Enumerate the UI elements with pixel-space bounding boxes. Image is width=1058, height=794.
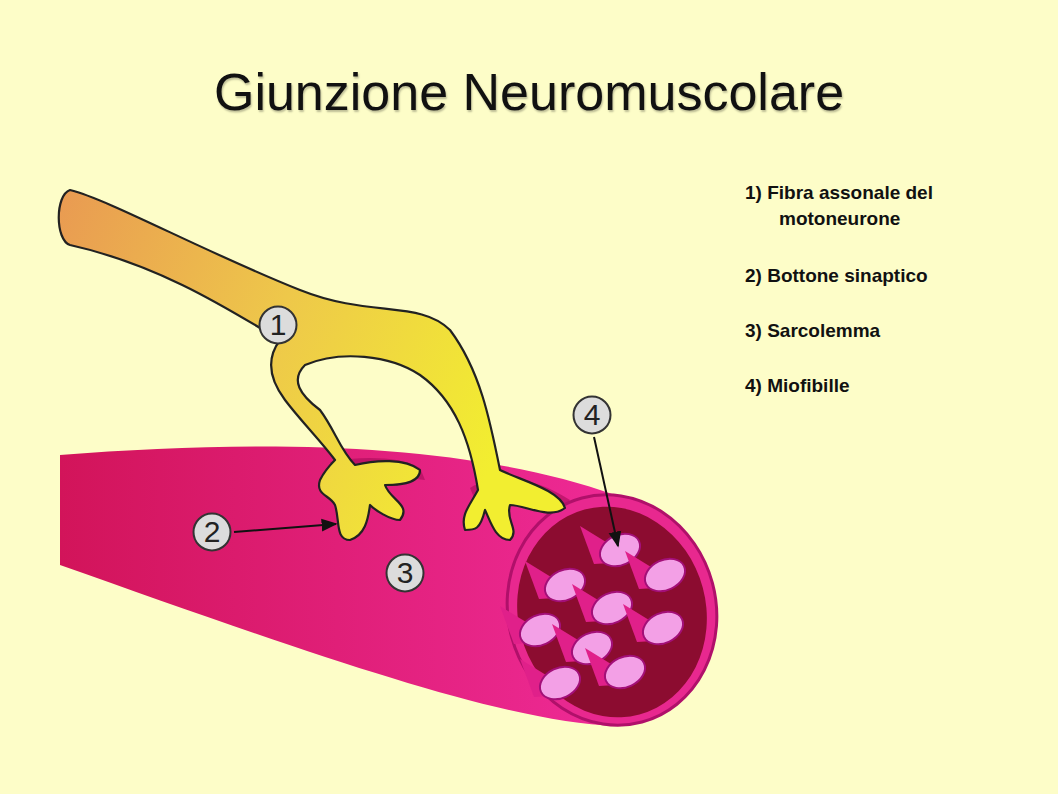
- fiber-end-rim: [482, 471, 743, 749]
- callout-number: 1: [258, 308, 298, 342]
- myofibril: [585, 648, 650, 694]
- myofibrils: [500, 526, 690, 705]
- title: Giunzione Neuromuscolare: [0, 62, 1058, 122]
- callout-number: 3: [385, 556, 425, 590]
- key-label: 3) Sarcolemma: [745, 318, 1000, 344]
- key-label: 1) Fibra assonale del motoneurone: [745, 180, 1000, 232]
- callout-number: 2: [192, 515, 232, 549]
- key-label: 4) Miofibille: [745, 373, 1000, 399]
- leader-line: [234, 524, 336, 532]
- callout-circle: 2: [192, 512, 232, 552]
- key-label: 2) Bottone sinaptico: [745, 263, 1000, 289]
- callout-circle: 4: [572, 395, 612, 435]
- callout-circle: 1: [258, 305, 298, 345]
- myofibril: [520, 659, 585, 705]
- callout-number: 4: [572, 398, 612, 432]
- myofibril: [623, 604, 688, 650]
- leader-line: [594, 437, 618, 546]
- motor-axon: [59, 190, 565, 540]
- myofibril: [625, 551, 690, 597]
- callout-circle: 3: [385, 553, 425, 593]
